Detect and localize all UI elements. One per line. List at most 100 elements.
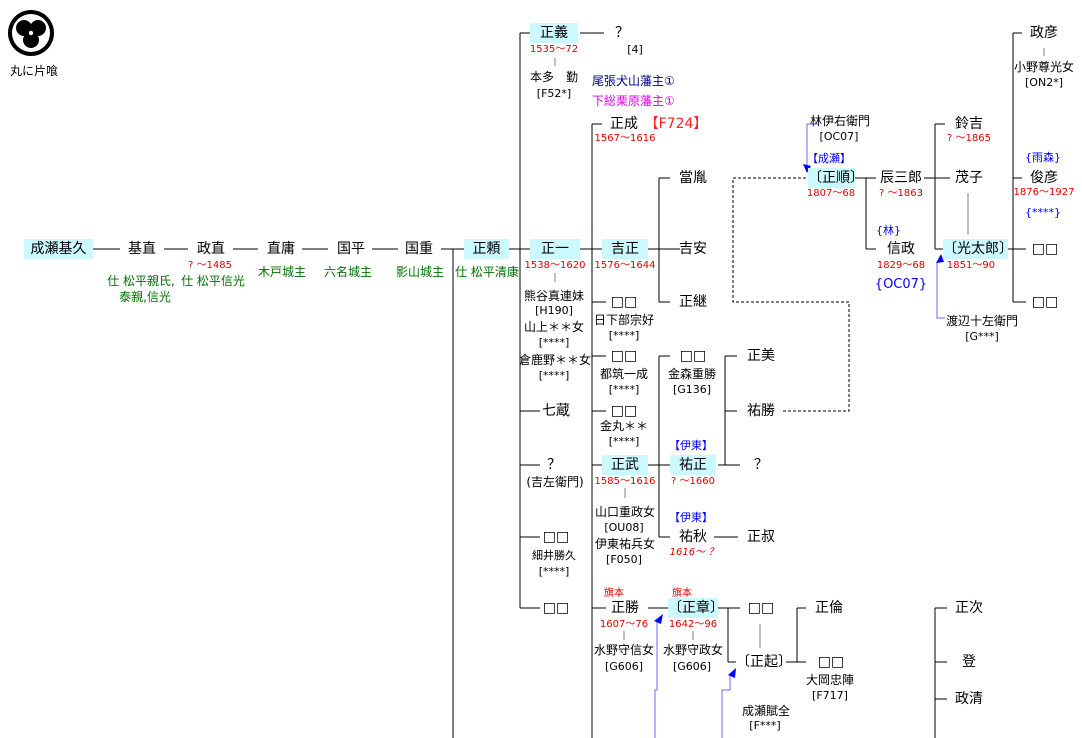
masayori-note: 仕 松平清康 bbox=[455, 265, 519, 279]
masayoshi-dates: 1535～72 bbox=[529, 44, 579, 55]
person-unknown4[interactable]: ？ bbox=[615, 25, 629, 41]
masatake-spouse-2-ref: [F050] bbox=[606, 553, 642, 566]
person-masakatsu[interactable]: 正勝 bbox=[611, 600, 639, 616]
unk-kusakabe-ref: [****] bbox=[608, 329, 640, 342]
note-inuyama: 尾張犬山藩主① bbox=[592, 74, 675, 88]
person-unk-q[interactable]: ？ bbox=[754, 457, 768, 473]
person-masahiko[interactable]: 政彦 bbox=[1030, 25, 1058, 41]
person-unk-k1[interactable]: □□ bbox=[1031, 241, 1059, 257]
person-suzukichi[interactable]: 鈴吉 bbox=[955, 116, 983, 132]
person-masanari[interactable]: 正成 bbox=[610, 116, 638, 132]
sukemasa-dates: ? ～1660 bbox=[671, 476, 715, 487]
masahiko-spouse: 小野尊光女 bbox=[1013, 60, 1074, 74]
person-shichizo[interactable]: 七蔵 bbox=[542, 403, 570, 419]
masakazu-spouse-2-ref: [****] bbox=[538, 336, 570, 349]
person-unk-bottom[interactable]: □□ bbox=[542, 600, 570, 616]
person-masayori2[interactable]: 〔正順〕 bbox=[808, 168, 864, 188]
person-shigeko[interactable]: 茂子 bbox=[955, 170, 983, 186]
naoyasu-note: 木戸城主 bbox=[257, 265, 306, 279]
masakazu-spouse-3-ref: [****] bbox=[538, 369, 570, 382]
masaaki-dates: 1642～96 bbox=[668, 619, 718, 630]
unk-kanemaru-ref: [****] bbox=[608, 435, 640, 448]
person-masakiyo[interactable]: 政清 bbox=[955, 691, 983, 707]
person-unk-kusakabe[interactable]: □□ bbox=[610, 294, 638, 310]
masayori2-adopt-from: 林伊右衛門 bbox=[809, 114, 870, 128]
crest-label: 丸に片喰 bbox=[10, 64, 59, 78]
person-sukekatsu[interactable]: 祐勝 bbox=[747, 403, 775, 419]
kunishige-note: 影山城主 bbox=[395, 265, 444, 279]
person-noboru[interactable]: 登 bbox=[962, 654, 976, 670]
person-unk-tsuzuki[interactable]: □□ bbox=[610, 348, 638, 364]
person-masanao[interactable]: 政直 bbox=[197, 241, 225, 257]
person-yoshiyasu[interactable]: 吉安 bbox=[679, 241, 707, 257]
masayori2-dates: 1807～68 bbox=[806, 188, 856, 199]
person-unk-after-aki[interactable]: □□ bbox=[747, 600, 775, 616]
unknown4-ref: [4] bbox=[627, 43, 643, 56]
kichizaemon-sub: (吉左衛門) bbox=[526, 475, 584, 489]
masayori2-clan: 【成瀬】 bbox=[807, 152, 851, 165]
person-unk-k2[interactable]: □□ bbox=[1031, 294, 1059, 310]
person-kunishige[interactable]: 国重 bbox=[405, 241, 433, 257]
toshihiko-ref: {****} bbox=[1025, 206, 1061, 219]
person-masatsugu2[interactable]: 正次 bbox=[955, 600, 983, 616]
kotaro-adopt-ref: [G***] bbox=[965, 330, 999, 343]
masakatsu-dates: 1607～76 bbox=[599, 619, 649, 630]
person-kotaro[interactable]: 〔光太郎〕 bbox=[943, 239, 1013, 259]
person-masatsugu[interactable]: 正継 bbox=[679, 294, 707, 310]
motonao-note2: 泰親,信光 bbox=[119, 290, 171, 304]
person-tokitane[interactable]: 當胤 bbox=[679, 170, 707, 186]
maru-ni-katabami-crest-icon bbox=[8, 10, 54, 56]
masatake-spouse-1-ref: [OU08] bbox=[604, 521, 644, 534]
person-masayoshi2[interactable]: 正美 bbox=[747, 348, 775, 364]
person-masaaki[interactable]: 〔正章〕 bbox=[668, 598, 724, 618]
person-masatoshi[interactable]: 正叔 bbox=[747, 529, 775, 545]
masaoki-adopt-from: 成瀬賦全 bbox=[741, 704, 790, 718]
masakazu-spouse-2: 山上＊＊女 bbox=[523, 320, 584, 334]
masatake-dates: 1585～1616 bbox=[594, 476, 656, 487]
kotaro-adopt-from: 渡辺十左衛門 bbox=[945, 314, 1018, 328]
masanari-dates: 1567～1616 bbox=[594, 133, 656, 144]
person-unk-kanemaru[interactable]: □□ bbox=[610, 403, 638, 419]
unk-kusakabe-spouse: 日下部宗好 bbox=[593, 313, 654, 327]
person-motohisa[interactable]: 成瀬基久 bbox=[24, 239, 93, 259]
person-unk-kanamori[interactable]: □□ bbox=[679, 348, 707, 364]
person-sukeaki[interactable]: 祐秋 bbox=[679, 529, 707, 545]
person-masatake[interactable]: 正武 bbox=[602, 455, 648, 475]
masatake-spouse-1: 山口重政女 bbox=[594, 505, 655, 519]
sukeaki-clan: 【伊東】 bbox=[669, 511, 713, 524]
masakazu-spouse-1: 熊谷真連妹 bbox=[523, 289, 584, 303]
person-masaoki[interactable]: 〔正起〕 bbox=[736, 654, 792, 670]
motonao-note: 仕 松平親氏, bbox=[107, 274, 175, 288]
unk-kanemaru-spouse: 金丸＊＊ bbox=[599, 419, 648, 433]
person-toshihiko[interactable]: 俊彦 bbox=[1030, 170, 1058, 186]
person-masayoshi[interactable]: 正義 bbox=[530, 23, 578, 43]
person-kichizaemon[interactable]: ？ bbox=[547, 457, 561, 473]
nobumasa-clan: {林} bbox=[876, 224, 901, 237]
unk-ooka-ref: [F717] bbox=[812, 689, 848, 702]
masayori2-adopt-ref: [OC07] bbox=[819, 130, 859, 143]
person-masakazu[interactable]: 正一 bbox=[530, 239, 580, 259]
person-masayori[interactable]: 正頼 bbox=[464, 239, 509, 259]
masakazu-spouse-3: 倉鹿野＊＊女 bbox=[518, 353, 591, 367]
person-masanori[interactable]: 正倫 bbox=[815, 600, 843, 616]
yoshimasa-dates: 1576～1644 bbox=[594, 260, 656, 271]
person-nobumasa[interactable]: 信政 bbox=[887, 241, 915, 257]
masayoshi-spouse: 本多 勤 bbox=[529, 70, 578, 84]
person-unk-ooka[interactable]: □□ bbox=[817, 654, 845, 670]
nobumasa-dates: 1829～68 bbox=[876, 260, 926, 271]
kunihira-note: 六名城主 bbox=[323, 265, 372, 279]
masaaki-spouse: 水野守政女 bbox=[662, 643, 723, 657]
masakatsu-badge: 旗本 bbox=[604, 588, 624, 599]
suzukichi-dates: ? ～1865 bbox=[947, 133, 991, 144]
toshihiko-dates: 1876～1927 bbox=[1013, 187, 1075, 198]
person-yoshimasa[interactable]: 吉正 bbox=[602, 239, 648, 259]
person-kunihira[interactable]: 国平 bbox=[337, 241, 365, 257]
sukemasa-clan: 【伊東】 bbox=[669, 439, 713, 452]
masakatsu-spouse: 水野守信女 bbox=[593, 643, 654, 657]
masanao-dates: ? ～1485 bbox=[188, 260, 232, 271]
person-tatsusaburo[interactable]: 辰三郎 bbox=[880, 170, 922, 186]
person-unk-hosoi[interactable]: □□ bbox=[542, 529, 570, 545]
person-naoyasu[interactable]: 直庸 bbox=[267, 241, 295, 257]
person-motonao[interactable]: 基直 bbox=[128, 241, 156, 257]
person-sukemasa[interactable]: 祐正 bbox=[670, 455, 716, 475]
